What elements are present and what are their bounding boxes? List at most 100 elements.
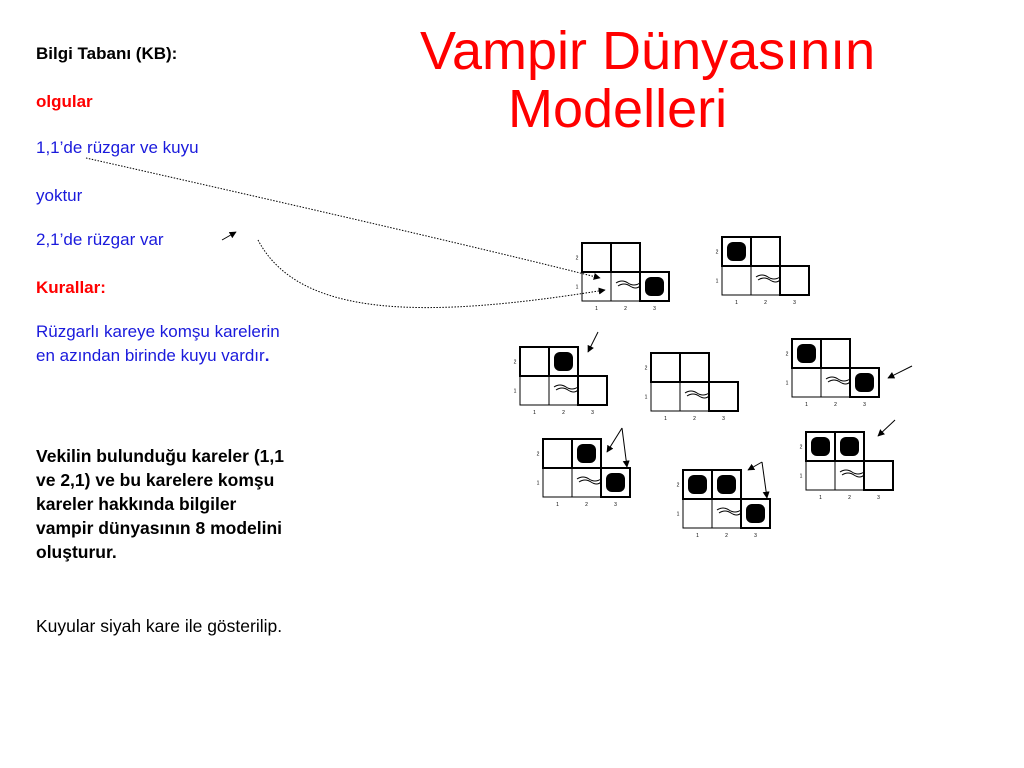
y-label: 1	[514, 389, 517, 395]
x-label: 1	[819, 495, 822, 501]
grid-cell	[679, 352, 710, 383]
y-label: 1	[716, 279, 719, 285]
x-label: 2	[725, 533, 728, 539]
grid-cell	[750, 236, 781, 267]
slide-title: Vampir Dünyasının Modelleri	[420, 22, 980, 138]
breeze-icon	[615, 280, 641, 289]
title-line-1: Vampir Dünyasının	[420, 21, 876, 81]
y-label: 1	[645, 395, 648, 401]
grid-cell	[820, 367, 851, 398]
breeze-icon	[553, 384, 579, 393]
breeze-icon	[839, 469, 865, 478]
breeze-icon	[716, 507, 742, 516]
x-label: 2	[848, 495, 851, 501]
fact-1-line-2: yoktur	[36, 186, 83, 205]
pit-icon	[727, 242, 746, 261]
pointer-arrow-3	[606, 427, 623, 453]
models-note: Vekilin bulunduğu kareler (1,1 ve 2,1) v…	[36, 444, 408, 564]
x-label: 1	[735, 300, 738, 306]
grid-cell	[779, 265, 810, 296]
pit-icon	[797, 344, 816, 363]
grid-cell	[682, 498, 713, 529]
pit-icon	[717, 475, 736, 494]
grid-cell	[650, 352, 681, 383]
pointer-arrow-1	[587, 331, 599, 353]
rule-line-1: Rüzgarlı kareye komşu karelerin	[36, 322, 280, 341]
breeze-icon	[576, 476, 602, 485]
breeze-icon	[825, 376, 851, 385]
grid-cell	[610, 242, 641, 273]
pit-icon	[746, 504, 765, 523]
x-label: 3	[591, 410, 594, 416]
x-label: 3	[722, 416, 725, 422]
pit-icon	[606, 473, 625, 492]
grid-cell	[577, 375, 608, 406]
grid-cell	[820, 338, 851, 369]
grid-cell	[542, 467, 573, 498]
pit-icon	[645, 277, 664, 296]
grid-cell	[750, 265, 781, 296]
connector-lines	[85, 157, 606, 309]
grid-cell	[679, 381, 710, 412]
pit-icon	[811, 437, 830, 456]
grid-cell	[708, 381, 739, 412]
x-label: 3	[653, 306, 656, 312]
note-line-4: vampir dünyasının 8 modelini	[36, 518, 283, 538]
grid-cell	[519, 375, 550, 406]
y-label: 1	[677, 512, 680, 518]
pit-icon	[577, 444, 596, 463]
grid-cell	[610, 271, 641, 302]
pits-note: Kuyular siyah kare ile gösterilip.	[36, 614, 408, 638]
x-label: 2	[624, 306, 627, 312]
y-label: 1	[786, 381, 789, 387]
x-label: 1	[664, 416, 667, 422]
fact-2: 2,1’de rüzgar var	[36, 230, 164, 249]
x-label: 2	[562, 410, 565, 416]
breeze-icon	[755, 274, 781, 283]
pointer-arrow-6	[761, 461, 770, 499]
y-label: 2	[514, 360, 517, 366]
y-label: 2	[716, 250, 719, 256]
x-label: 3	[863, 402, 866, 408]
grid-cell	[721, 265, 752, 296]
grid-cell	[542, 438, 573, 469]
facts-label: olgular	[36, 92, 93, 111]
y-label: 2	[786, 352, 789, 358]
grid-cell	[791, 367, 822, 398]
rule-line-2-text: en azından birinde kuyu vardır	[36, 346, 265, 365]
pointer-arrows	[587, 331, 913, 499]
pit-icon	[855, 373, 874, 392]
grid-cell	[581, 242, 612, 273]
title-line-2: Modelleri	[508, 79, 728, 139]
y-label: 1	[537, 481, 540, 487]
grid-cell	[711, 498, 742, 529]
x-label: 1	[805, 402, 808, 408]
x-label: 2	[585, 502, 588, 508]
pointer-arrow-2	[887, 365, 913, 379]
grid-cell	[571, 467, 602, 498]
kb-heading: Bilgi Tabanı (KB):	[36, 44, 178, 63]
y-label: 1	[576, 285, 579, 291]
rule-line-2: en azından birinde kuyu vardır.	[36, 346, 269, 366]
x-label: 2	[693, 416, 696, 422]
fact-1-line-1: 1,1’de rüzgar ve kuyu	[36, 138, 199, 157]
x-label: 3	[614, 502, 617, 508]
pointer-arrow-5	[747, 461, 763, 471]
x-label: 3	[877, 495, 880, 501]
fact-2-connector	[257, 239, 606, 309]
grid-cell	[650, 381, 681, 412]
note-line-3: kareler hakkında bilgiler	[36, 494, 237, 514]
rule-line-2-end: .	[264, 346, 270, 365]
grid-cell	[834, 460, 865, 491]
pit-icon	[840, 437, 859, 456]
x-label: 3	[793, 300, 796, 306]
breeze-icon	[684, 390, 710, 399]
x-label: 1	[556, 502, 559, 508]
x-label: 2	[764, 300, 767, 306]
